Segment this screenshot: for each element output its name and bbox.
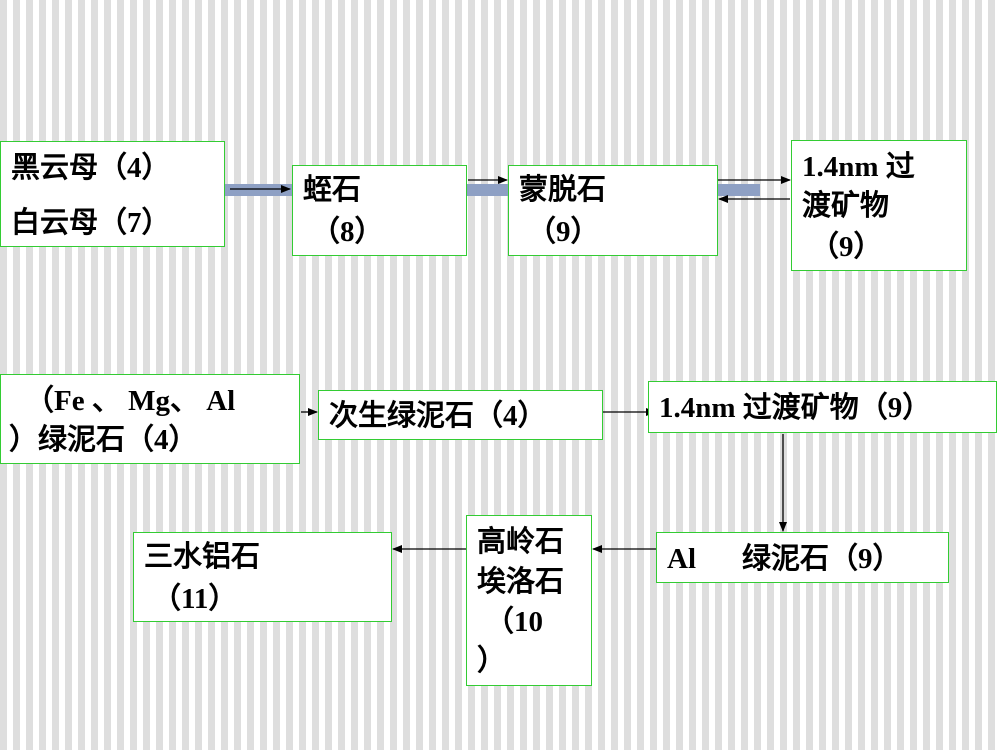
al-chlorite-label: 绿泥石（9） [742,543,902,575]
secondary-chlorite-box: 次生绿泥石（4） [318,390,603,440]
chlorite-line-1: （Fe 、 Mg、 Al [25,385,236,417]
vermiculite-ph: （8） [311,216,384,248]
gibbsite-box: 三水铝石 （11） [133,532,392,622]
al-chlorite-prefix: Al [667,543,696,575]
kaolinite-box: 高岭石 埃洛石 （10 ） [466,515,592,686]
chlorite-line-2: ）绿泥石（4） [9,424,198,456]
transition-mineral-label: 1.4nm 过渡矿物（9） [659,392,932,424]
transition-ph: （9） [810,231,883,263]
mica-box: 黑云母（4） 白云母（7） [0,141,225,247]
kaolinite-line-1: 高岭石 [477,526,565,558]
montmorillonite-ph: （9） [527,216,600,248]
gibbsite-name: 三水铝石 [144,541,261,573]
vermiculite-box: 蛭石 （8） [292,165,467,256]
kaolinite-line-3: （10 [485,606,544,638]
montmorillonite-box: 蒙脱石 （9） [508,165,718,256]
kaolinite-line-4: ） [477,645,507,677]
transition-mineral-box: 1.4nm 过渡矿物（9） [648,381,997,433]
secondary-chlorite-label: 次生绿泥石（4） [329,400,547,432]
mica-black-label: 黑云母（4） [11,152,171,184]
mica-white-label: 白云母（7） [11,207,171,239]
chlorite-box: （Fe 、 Mg、 Al ）绿泥石（4） [0,374,300,464]
montmorillonite-name: 蒙脱石 [519,174,607,206]
kaolinite-line-2: 埃洛石 [477,566,565,598]
transition-mineral-box-top: 1.4nm 过 渡矿物 （9） [791,140,967,271]
al-chlorite-box: Al 绿泥石（9） [656,532,949,583]
transition-line-1: 1.4nm 过 [802,151,915,183]
transition-line-2: 渡矿物 [802,190,890,222]
vermiculite-name: 蛭石 [303,174,362,206]
gibbsite-ph: （11） [152,583,238,615]
